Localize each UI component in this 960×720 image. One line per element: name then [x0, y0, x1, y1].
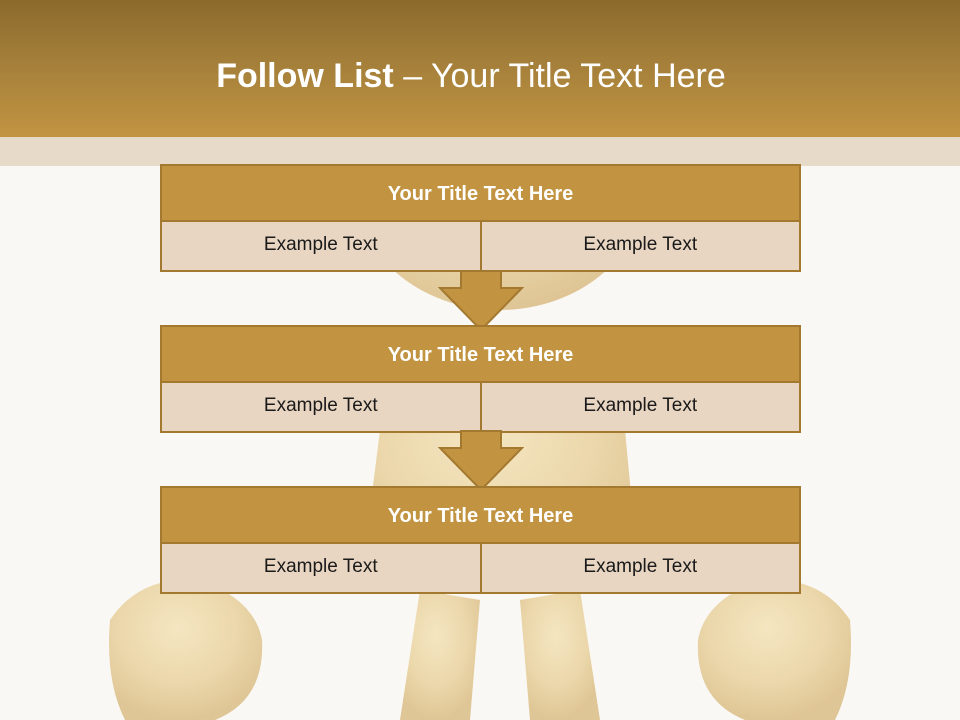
block-cell-left: Example Text [162, 222, 480, 270]
block-cell-right: Example Text [479, 544, 799, 592]
block-cell-right: Example Text [479, 383, 799, 431]
down-arrow-icon [438, 430, 524, 492]
block-cell-left: Example Text [162, 544, 480, 592]
header-strip [0, 137, 960, 166]
block-title: Your Title Text Here [162, 488, 799, 544]
list-block-3: Your Title Text Here Example Text Exampl… [160, 486, 801, 594]
block-row: Example Text Example Text [162, 222, 799, 270]
slide-title: Follow List – Your Title Text Here [0, 56, 942, 96]
block-title: Your Title Text Here [162, 166, 799, 222]
slide-title-rest: – Your Title Text Here [403, 57, 726, 95]
slide-title-bold: Follow List [216, 57, 394, 95]
block-cell-left: Example Text [162, 383, 480, 431]
block-row: Example Text Example Text [162, 383, 799, 431]
block-cell-right: Example Text [479, 222, 799, 270]
block-title: Your Title Text Here [162, 327, 799, 383]
down-arrow-icon [438, 270, 524, 332]
header-banner [0, 0, 960, 137]
list-block-1: Your Title Text Here Example Text Exampl… [160, 164, 801, 272]
list-block-2: Your Title Text Here Example Text Exampl… [160, 325, 801, 433]
block-row: Example Text Example Text [162, 544, 799, 592]
